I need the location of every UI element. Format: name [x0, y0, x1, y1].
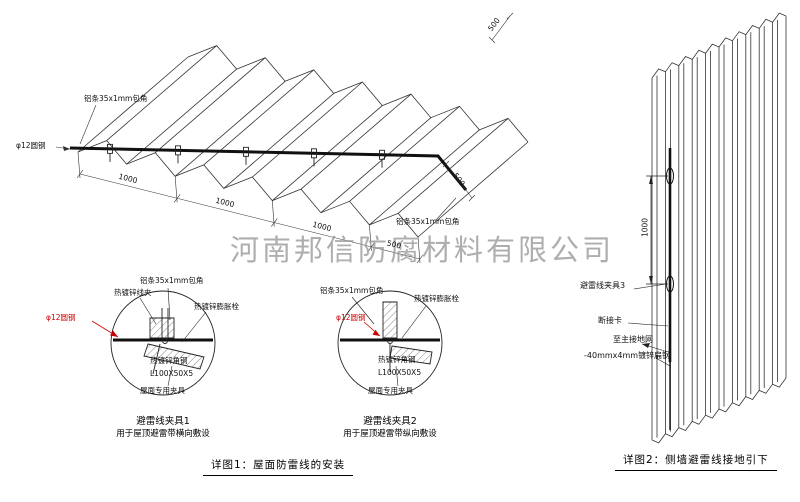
caption-detail-1: 详图1：屋面防雷线的安装 — [203, 457, 354, 476]
caption-detail-2: 详图2：侧墙避雷线接地引下 — [615, 452, 777, 471]
wall-dim-1000: 1000 — [640, 217, 650, 238]
detail1-angle-spec-label: L100X50X5 — [150, 369, 194, 378]
wall-panel-lines — [651, 12, 787, 444]
company-watermark: 河南邦信防腐材料有限公司 — [230, 233, 615, 267]
wall-to-ground-label: 至主接地网 — [613, 335, 653, 344]
detail1-fixture-label: 屋面专用夹具 — [140, 386, 185, 395]
wall-clamp3-label: 避雷线夹具3 — [580, 281, 626, 290]
detail1-bolt-label: 热镀锌膨胀栓 — [194, 302, 239, 311]
detail1-al-strip-label: 铝条35x1mm包角 — [140, 276, 204, 285]
wall-disconnect-label: 断接卡 — [598, 316, 622, 325]
detail-1-red-leader — [91, 320, 119, 338]
wall-leaders — [627, 283, 671, 367]
detail-2-red-leader — [363, 321, 381, 337]
wall-down-conductor — [666, 148, 674, 430]
roof-al-strip-label-top: 铝条35x1mm包角 — [84, 94, 148, 103]
detail2-round-steel-label: φ12圆钢 — [336, 313, 366, 322]
wire-clamps — [107, 143, 385, 168]
detail-circle-1 — [110, 287, 216, 396]
detail2-fixture-label: 屋面专用夹具 — [368, 386, 413, 395]
detail2-al-strip-label: 铝条35x1mm包角 — [320, 286, 384, 295]
detail1-angle-label: 热镀锌角钢 — [150, 356, 188, 365]
detail2-bolt-label: 热镀锌膨胀栓 — [414, 294, 459, 303]
wall-flat-steel-label: -40mmx4mm镀锌扁钢 — [584, 351, 671, 360]
detail1-round-steel-label: φ12圆钢 — [46, 313, 76, 322]
roof-panel-lines — [77, 45, 529, 238]
detail2-subtitle: 用于屋顶避雷带纵向敷设 — [343, 429, 437, 439]
detail1-subtitle: 用于屋顶避雷带横向敷设 — [116, 429, 210, 439]
wall-dimension — [646, 175, 668, 285]
detail-circle-2 — [337, 290, 443, 396]
roof-leaders — [55, 12, 514, 221]
roof-dimension-chain — [76, 151, 424, 264]
roof-al-strip-label-bottom: 铝条35x1mm包角 — [396, 217, 460, 226]
detail1-clamp-label: 热镀锌线夹 — [114, 288, 152, 297]
lightning-wire — [69, 146, 468, 191]
detail2-angle-label: 热镀锌角钢 — [378, 355, 416, 364]
detail1-title: 避雷线夹具1 — [136, 416, 190, 427]
detail2-angle-spec-label: L100X50X5 — [378, 368, 422, 377]
detail2-title: 避雷线夹具2 — [363, 416, 417, 427]
roof-round-steel-label: φ12圆钢 — [16, 141, 46, 150]
